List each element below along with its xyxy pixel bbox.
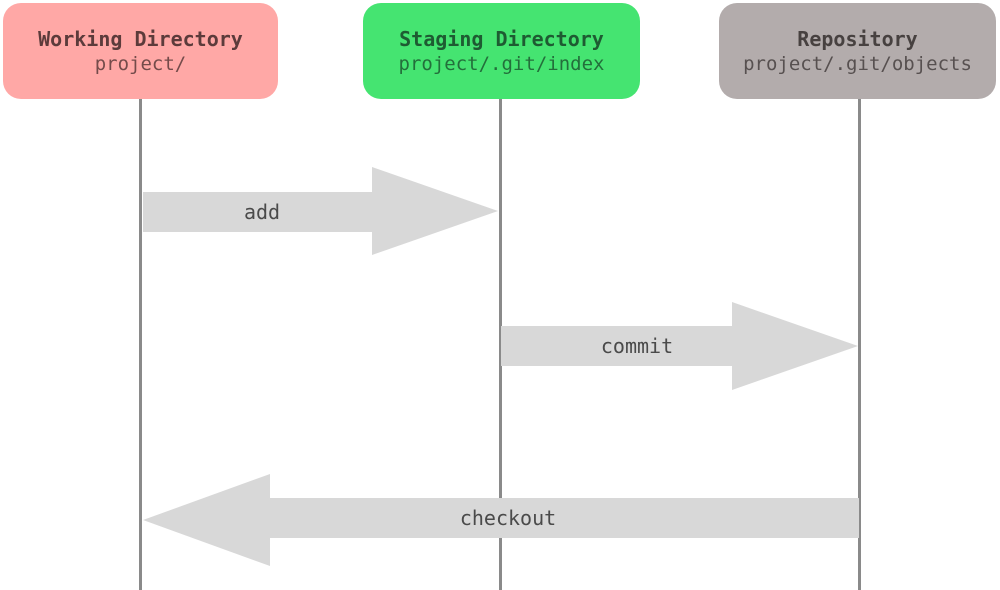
- arrow-commit-shaft: [501, 326, 732, 366]
- arrow-label-commit: commit: [600, 334, 674, 358]
- header-working-directory: Working Directory project/: [3, 3, 278, 99]
- lifeline-repository: [858, 99, 861, 590]
- working-directory-path: project/: [94, 53, 187, 75]
- repository-title: Repository: [797, 27, 918, 51]
- header-staging-directory: Staging Directory project/.git/index: [363, 3, 640, 99]
- staging-directory-title: Staging Directory: [399, 27, 604, 51]
- arrow-add-shaft: [143, 192, 372, 232]
- arrow-label-checkout: checkout: [459, 506, 557, 530]
- repository-path: project/.git/objects: [743, 53, 972, 75]
- arrow-add-head-icon: [372, 167, 498, 255]
- lifeline-staging-directory: [499, 99, 502, 590]
- arrow-label-add: add: [243, 200, 281, 224]
- arrow-commit-head-icon: [732, 302, 858, 390]
- lifeline-working-directory: [139, 99, 142, 590]
- working-directory-title: Working Directory: [38, 27, 243, 51]
- arrow-checkout-head-icon: [143, 474, 270, 566]
- staging-directory-path: project/.git/index: [398, 53, 605, 75]
- header-repository: Repository project/.git/objects: [719, 3, 996, 99]
- arrow-checkout-shaft: [270, 498, 859, 538]
